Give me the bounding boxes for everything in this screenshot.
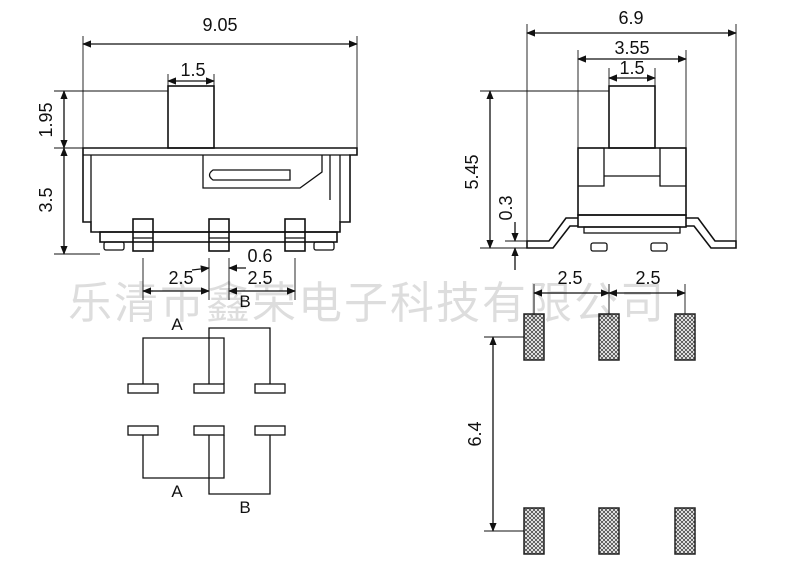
lead-left [526,217,578,249]
dim-end-width-label: 6.9 [618,8,643,28]
dim-body-height-label: 3.5 [36,187,56,212]
pad-top-3 [674,313,696,361]
label-b-bottom: B [239,498,250,517]
pad-bottom-3 [674,507,696,555]
company-watermark: 乐清市鑫荣电子科技有限公司 [68,278,666,329]
dim-row-spacing-label: 6.4 [465,421,485,446]
pad-top-2 [598,313,620,361]
slide-actuator [167,85,215,149]
pad-bottom-2 [598,507,620,555]
pcb-footprint: 2.5 2.5 6.4 [465,268,696,555]
dim-actuator-width-label: 1.5 [180,60,205,80]
label-a-top: A [171,315,183,334]
terminal-top-3 [254,383,286,394]
dim-pad-pitch-left-label: 2.5 [557,268,582,288]
switch-schematic: A B A B [127,292,286,517]
dim-pad-pitch-right-label: 2.5 [635,268,660,288]
lead-right [686,217,737,249]
label-b-top: B [239,292,250,311]
end-actuator [608,85,656,149]
end-view: 6.9 3.55 1.5 5.45 0.3 [462,8,737,270]
terminal-top-2 [193,383,225,394]
label-a-bottom: A [171,482,183,501]
dim-housing-width-label: 3.55 [614,38,649,58]
end-housing [577,147,687,216]
dim-standoff-label: 0.3 [496,195,516,220]
pin-3 [284,218,306,252]
slider-slot [202,155,323,189]
dim-actuator-height-label: 1.95 [36,102,56,137]
side-view: 9.05 1.5 1.95 3.5 [36,15,358,300]
pad-bottom-1 [523,507,545,555]
dim-overall-width-label: 9.05 [202,15,237,35]
dim-pin-gap-label: 0.6 [247,246,272,266]
terminal-bottom-1 [127,425,159,436]
pin-2 [208,218,230,252]
terminal-bottom-2 [193,425,225,436]
slider-knob-window [208,169,291,181]
pin-1 [132,218,154,252]
dim-pitch-right-label: 2.5 [247,268,272,288]
terminal-bottom-3 [254,425,286,436]
dim-total-height-label: 5.45 [462,154,482,189]
terminal-top-1 [127,383,159,394]
dim-pitch-left-label: 2.5 [168,268,193,288]
dim-end-actuator-width-label: 1.5 [619,58,644,78]
